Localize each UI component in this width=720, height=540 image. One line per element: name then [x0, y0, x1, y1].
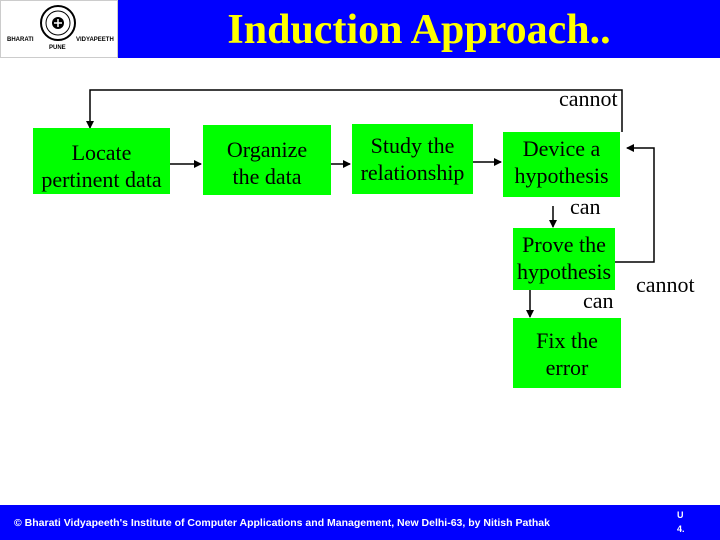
slide-title: Induction Approach.. [227, 7, 611, 53]
footer-copyright: © Bharati Vidyapeeth's Institute of Comp… [14, 517, 550, 529]
label-can-1: can [570, 194, 601, 219]
label-can-2: can [583, 288, 614, 313]
bharati-vidyapeeth-logo: BHARATI VIDYAPEETH PUNE [0, 0, 118, 58]
page-number: U 4. [677, 508, 685, 536]
logo-left-text: BHARATI [7, 37, 34, 43]
page-number-line1: U [677, 510, 684, 520]
box-prove-line2: hypothesis [516, 259, 612, 284]
box-organize-text: Organize the data [203, 136, 331, 190]
box-locate-line2: pertinent data [41, 167, 162, 192]
loop-cannot-right [615, 144, 655, 263]
box-locate [33, 128, 170, 194]
box-device-line2: hypothesis [514, 163, 609, 188]
title-bar: Induction Approach.. [118, 0, 720, 58]
box-locate-line1: Locate [71, 140, 132, 165]
loop-cannot-top [86, 89, 623, 132]
box-study-text: Study the relationship [350, 132, 475, 186]
box-fix-line2: error [545, 355, 589, 380]
footer-bar: © Bharati Vidyapeeth's Institute of Comp… [0, 505, 720, 540]
box-fix [513, 318, 621, 388]
logo-right-text: VIDYAPEETH [76, 37, 114, 43]
box-device-text: Device a hypothesis [498, 135, 625, 189]
logo-bottom-text: PUNE [49, 45, 66, 51]
box-study [352, 124, 473, 194]
box-organize [203, 125, 331, 195]
box-prove-text: Prove the hypothesis [508, 231, 620, 285]
page-number-line2: 4. [677, 524, 685, 534]
label-cannot-right: cannot [636, 272, 695, 297]
label-cannot-top: cannot [559, 86, 618, 111]
box-study-line2: relationship [360, 160, 465, 185]
box-prove-line1: Prove the [522, 232, 606, 257]
box-locate-text: Locate pertinent data [30, 139, 173, 193]
box-fix-text: Fix the error [513, 327, 621, 381]
logo-emblem-icon [40, 5, 76, 41]
box-organize-line2: the data [232, 164, 302, 189]
flowchart-connectors [86, 89, 655, 318]
box-device [503, 132, 620, 197]
box-study-line1: Study the [370, 133, 455, 158]
box-organize-line1: Organize [226, 137, 308, 162]
box-fix-line1: Fix the [536, 328, 598, 353]
box-device-line1: Device a [522, 136, 601, 161]
box-prove [513, 228, 615, 290]
